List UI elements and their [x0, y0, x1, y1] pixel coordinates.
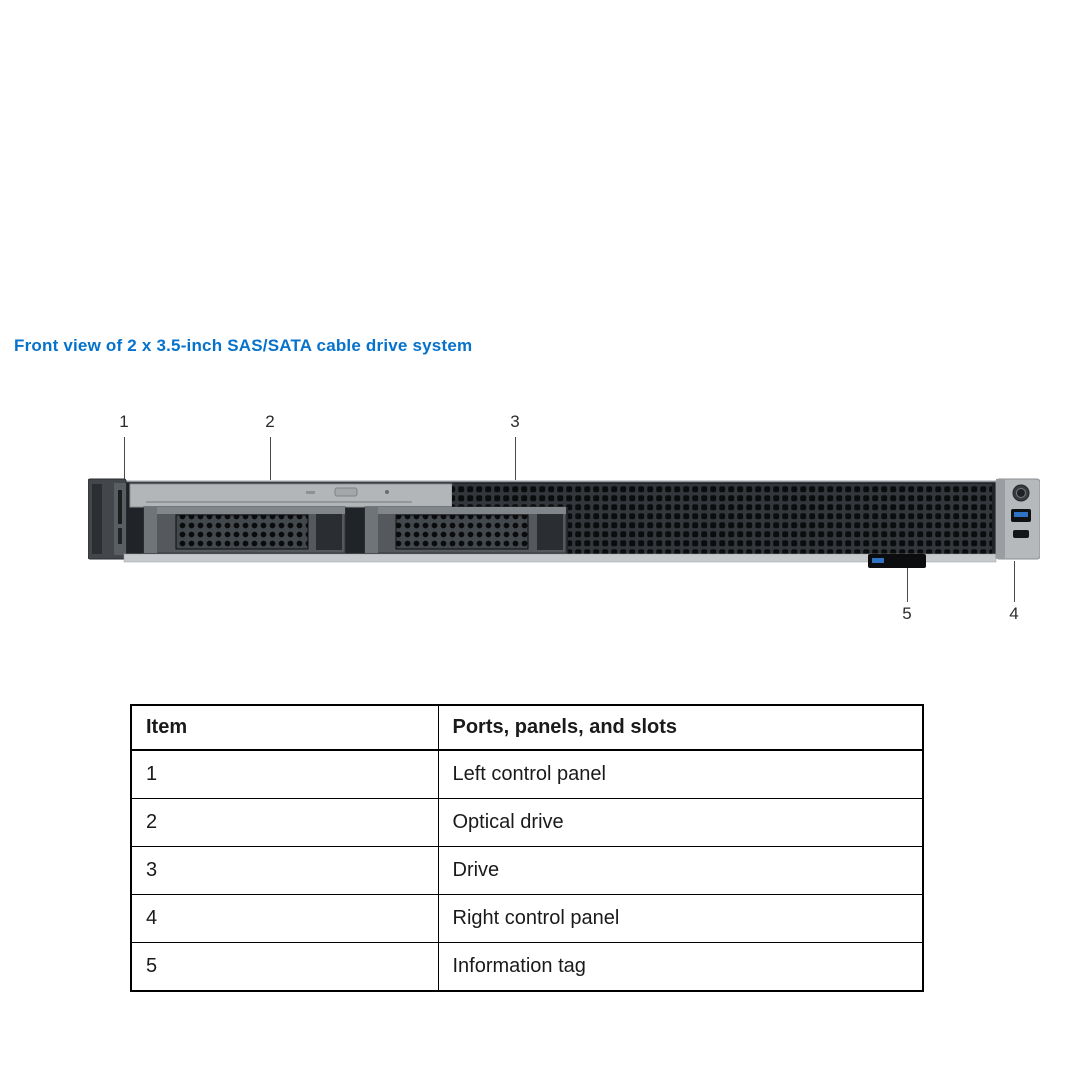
- callout-3-label: 3: [510, 412, 520, 431]
- right-control-panel: [995, 478, 1041, 560]
- drive-1-latch: [144, 507, 157, 553]
- callout-2-line: [270, 437, 271, 496]
- description-cell: Left control panel: [437, 749, 924, 799]
- callout-2-label: 2: [265, 412, 275, 431]
- table-row: 4 Right control panel: [130, 894, 924, 943]
- vent-panel: [568, 507, 992, 554]
- server-front-view: [87, 478, 1041, 568]
- callout-1-label: 1: [119, 412, 129, 431]
- callout-3-line: [515, 437, 516, 508]
- item-cell: 2: [130, 798, 439, 847]
- optical-led: [385, 490, 389, 494]
- ports-table: Item Ports, panels, and slots 1 Left con…: [130, 704, 924, 992]
- item-cell: 1: [130, 749, 439, 799]
- micro-usb-port: [1013, 530, 1029, 538]
- header-description: Ports, panels, and slots: [437, 704, 924, 751]
- status-led-strip: [118, 490, 122, 524]
- item-cell: 3: [130, 846, 439, 895]
- description-cell: Drive: [437, 846, 924, 895]
- optical-drive: [129, 483, 453, 508]
- left-control-panel: [87, 478, 127, 560]
- drive-bay-2: [364, 506, 567, 554]
- page-heading: Front view of 2 x 3.5-inch SAS/SATA cabl…: [14, 336, 473, 355]
- drive-bay-1: [143, 506, 346, 554]
- item-cell: 5: [130, 942, 439, 992]
- callout-4-label: 4: [1009, 604, 1019, 623]
- callout-1-line: [124, 437, 125, 490]
- usb-port: [1011, 509, 1031, 522]
- description-cell: Right control panel: [437, 894, 924, 943]
- table-row: 5 Information tag: [130, 942, 924, 992]
- table-row: 2 Optical drive: [130, 798, 924, 847]
- item-cell: 4: [130, 894, 439, 943]
- description-cell: Optical drive: [437, 798, 924, 847]
- callout-5-label: 5: [902, 604, 912, 623]
- table-row: 3 Drive: [130, 846, 924, 895]
- callout-5-line: [907, 568, 908, 602]
- top-vent-strip: [452, 484, 992, 507]
- header-item: Item: [130, 704, 439, 751]
- drive-2-latch: [365, 507, 378, 553]
- information-tag: [868, 554, 926, 568]
- table-row: 1 Left control panel: [130, 749, 924, 799]
- optical-slot: [146, 501, 412, 503]
- table-header-row: Item Ports, panels, and slots: [130, 704, 924, 751]
- callout-4-line: [1014, 561, 1015, 602]
- optical-eject-button: [334, 487, 358, 497]
- server-front-figure: [87, 476, 1041, 570]
- description-cell: Information tag: [437, 942, 924, 992]
- bottom-bezel: [123, 553, 997, 563]
